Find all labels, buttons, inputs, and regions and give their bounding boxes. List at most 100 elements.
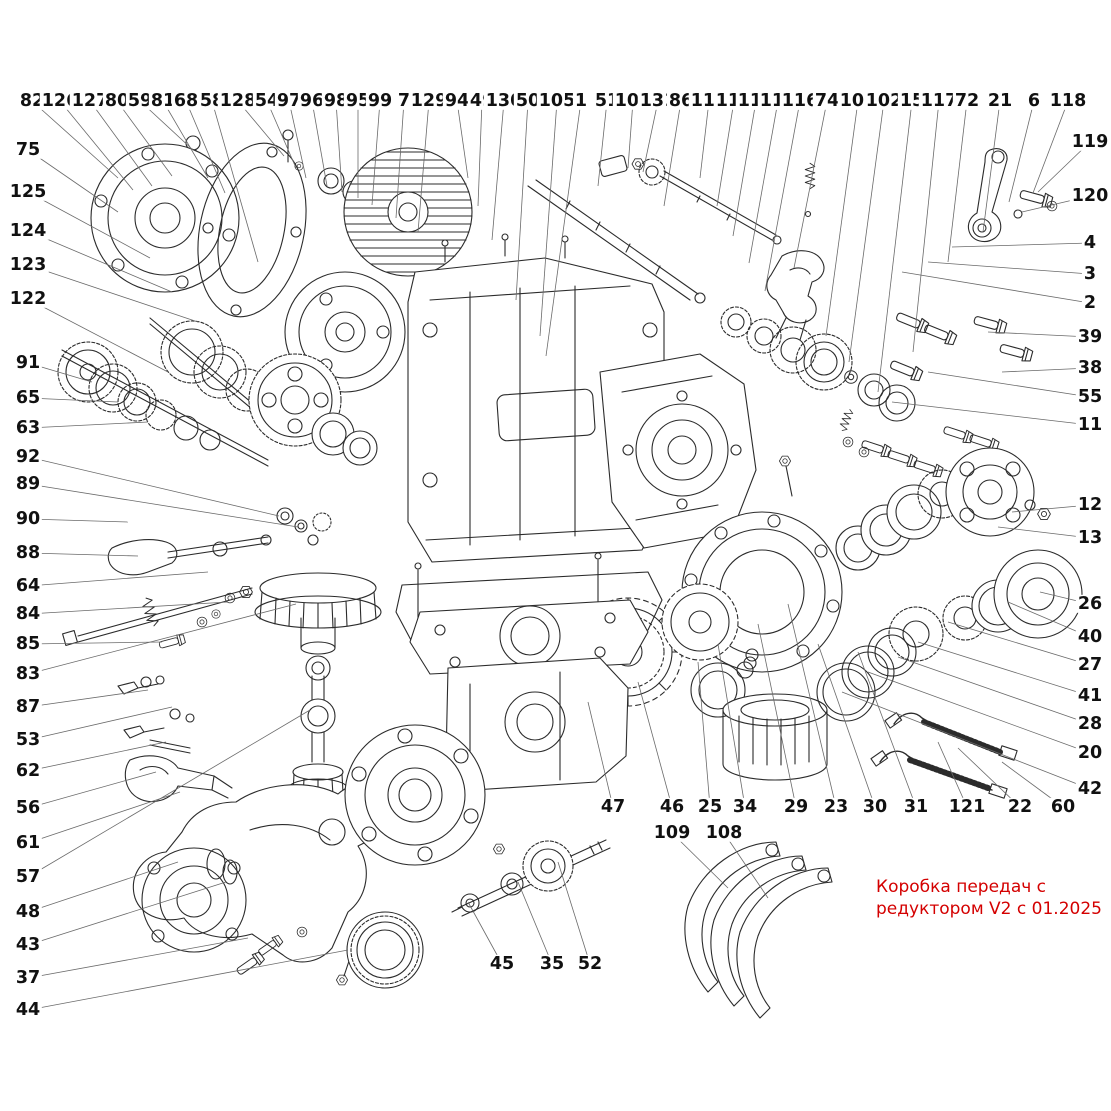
gear-cluster-left [57, 317, 378, 546]
leader-50 [515, 100, 529, 301]
callout-3: 3 [1081, 263, 1099, 284]
callout-53: 53 [13, 729, 43, 750]
callout-83: 83 [13, 663, 43, 684]
leader-30 [817, 643, 876, 808]
callout-35: 35 [537, 953, 567, 974]
leader-112 [699, 100, 710, 179]
leader-116 [764, 100, 801, 292]
callout-48: 48 [13, 901, 43, 922]
rear-housing [599, 353, 757, 549]
leader-105 [539, 100, 558, 337]
snap-rings [816, 606, 944, 722]
callout-91: 91 [13, 352, 43, 373]
leader-21 [982, 100, 1001, 233]
leader-58 [211, 100, 259, 263]
callout-46: 46 [657, 796, 687, 817]
callout-86: 86 [666, 90, 696, 111]
callout-88: 88 [13, 542, 43, 563]
shafts-top [527, 170, 782, 304]
leader-122 [27, 298, 169, 373]
main-housing [407, 233, 665, 563]
callout-109: 109 [651, 822, 693, 843]
leader-118 [1032, 100, 1069, 194]
leader-35 [517, 881, 553, 965]
leader-31 [857, 651, 917, 808]
callout-54: 54 [252, 90, 282, 111]
leader-98 [335, 100, 343, 193]
leader-13 [997, 526, 1091, 539]
leader-130 [491, 100, 505, 241]
caption: Коробка передач с редуктором V2 с 01.202… [876, 877, 1102, 920]
leader-45 [467, 901, 503, 965]
leader-22 [957, 747, 1021, 808]
callout-87: 87 [13, 696, 43, 717]
leader-92 [27, 456, 280, 517]
callout-30: 30 [860, 796, 890, 817]
leader-127 [89, 100, 153, 187]
callout-85: 85 [13, 633, 43, 654]
callout-37: 37 [13, 967, 43, 988]
cover-gasket [197, 142, 307, 318]
callout-20: 20 [1075, 742, 1105, 763]
leader-89 [27, 483, 299, 528]
leader-6 [1008, 100, 1035, 203]
callout-29: 29 [781, 796, 811, 817]
callout-92: 92 [13, 446, 43, 467]
output-flange [945, 447, 1051, 537]
callout-129: 129 [408, 90, 450, 111]
callout-60: 60 [1048, 796, 1078, 817]
callout-31: 31 [901, 796, 931, 817]
callout-59: 59 [125, 90, 155, 111]
leader-11 [891, 401, 1091, 426]
leader-23 [787, 603, 837, 808]
shift-fork-top-right [766, 250, 825, 341]
leader-104 [627, 100, 634, 169]
leader-61 [27, 791, 181, 844]
callout-121: 121 [946, 796, 988, 817]
leader-96 [311, 100, 328, 187]
leader-68 [185, 100, 226, 194]
leader-52 [557, 861, 591, 965]
callout-7: 7 [395, 90, 413, 111]
leader-56 [27, 771, 157, 809]
leader-74 [793, 100, 828, 269]
leader-25 [697, 661, 711, 808]
leader-29 [757, 623, 797, 808]
callout-42: 42 [1075, 778, 1105, 799]
callout-120: 120 [1069, 185, 1111, 206]
bearing-ring-bottom [346, 911, 424, 989]
leader-47 [587, 701, 614, 808]
callout-119: 119 [1069, 131, 1111, 152]
leader-97 [288, 100, 307, 179]
leader-88 [27, 552, 139, 557]
callout-12: 12 [1075, 494, 1105, 515]
callout-61: 61 [13, 832, 43, 853]
leader-114 [732, 100, 757, 237]
output-housing [132, 784, 395, 986]
callout-84: 84 [13, 603, 43, 624]
leader-75 [27, 149, 119, 213]
callout-38: 38 [1075, 357, 1105, 378]
leader-84 [27, 601, 229, 615]
callout-27: 27 [1075, 654, 1105, 675]
gears-right-center [720, 306, 916, 422]
callout-62: 62 [13, 760, 43, 781]
callout-43: 43 [13, 934, 43, 955]
callout-34: 34 [730, 796, 760, 817]
leader-3 [927, 261, 1091, 275]
callout-95: 95 [343, 90, 373, 111]
leader-39 [987, 331, 1091, 338]
callout-57: 57 [13, 866, 43, 887]
callout-25: 25 [695, 796, 725, 817]
callout-11: 11 [1075, 414, 1105, 435]
leader-43 [27, 881, 227, 946]
callout-23: 23 [821, 796, 851, 817]
callout-124: 124 [7, 220, 49, 241]
callout-2: 2 [1081, 292, 1099, 313]
leader-28 [897, 656, 1091, 725]
leader-1 [545, 100, 582, 357]
leader-44 [27, 949, 349, 1011]
callout-96: 96 [297, 90, 327, 111]
